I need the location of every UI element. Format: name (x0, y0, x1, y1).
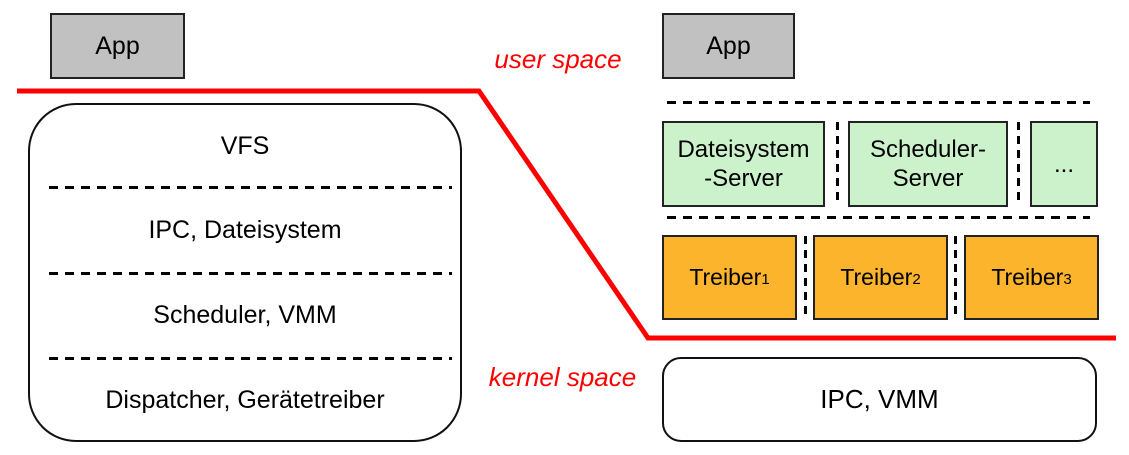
microkernel-app-label: App (706, 31, 751, 60)
user-space-label: user space (494, 44, 622, 74)
server-dashed-separator (1017, 122, 1020, 206)
dateisystem-server-box: Dateisystem -Server (662, 121, 825, 207)
layer-divider (49, 186, 452, 189)
driver-dashed-separator (954, 236, 957, 319)
server-label-line1: Dateisystem (677, 136, 810, 163)
driver-label: Treiber (689, 264, 762, 290)
layer-divider (49, 357, 452, 360)
monolithic-app-label: App (95, 31, 140, 60)
server-label-line2: -Server (704, 165, 783, 192)
scheduler-server-box: Scheduler- Server (848, 121, 1008, 207)
server-label-line1: Scheduler- (869, 136, 987, 163)
server-driver-dashed-divider (667, 216, 1090, 219)
kernel-layer-ipc-dateisystem: IPC, Dateisystem (148, 215, 342, 244)
server-label-line2: Server (892, 165, 964, 192)
more-servers-box: ... (1030, 121, 1098, 207)
server-label-line1: ... (1053, 150, 1074, 178)
monolithic-kernel-box: VFS IPC, Dateisystem Scheduler, VMM Disp… (28, 103, 462, 442)
kernel-space-label: kernel space (488, 362, 637, 392)
driver-label: Treiber (991, 264, 1064, 290)
kernel-layer-dispatcher-geraetetreiber: Dispatcher, Gerätetreiber (105, 385, 385, 414)
driver-label: Treiber (840, 264, 913, 290)
server-dashed-separator (836, 122, 839, 206)
microkernel-label: IPC, VMM (820, 384, 939, 414)
driver-dashed-separator (804, 236, 807, 319)
monolithic-app-box: App (50, 13, 185, 79)
microkernel-app-box: App (662, 13, 795, 79)
kernel-layer-scheduler-vmm: Scheduler, VMM (153, 301, 337, 329)
kernel-layer-vfs: VFS (220, 131, 270, 160)
microkernel-box: IPC, VMM (662, 357, 1097, 442)
layer-divider (49, 272, 452, 275)
app-server-dashed-divider (667, 101, 1090, 104)
